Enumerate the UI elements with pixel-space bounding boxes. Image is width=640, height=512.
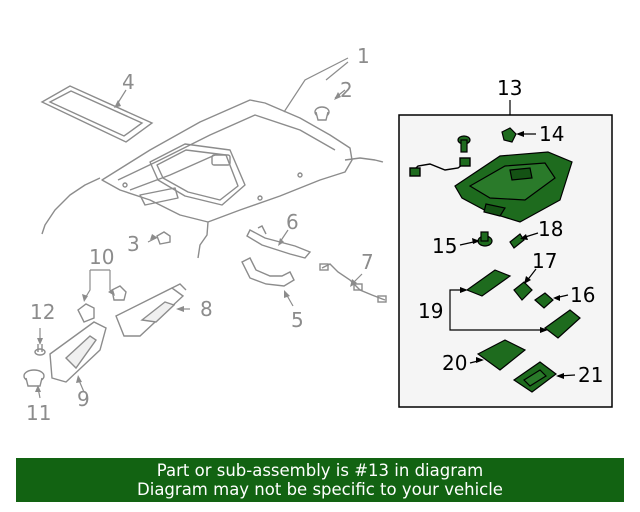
assist-grip-part-5	[241, 257, 295, 287]
clip-part-2	[314, 106, 330, 121]
bracket-part-6	[246, 225, 312, 259]
hook-part-11	[23, 369, 45, 387]
banner-line-1: Part or sub-assembly is #13 in diagram	[156, 461, 484, 480]
callout-11: 11	[26, 401, 51, 425]
headliner-sunroof-opening	[149, 143, 246, 206]
callout-3: 3	[127, 232, 140, 256]
screw-part-12	[34, 344, 46, 356]
socket-part-16	[534, 292, 554, 309]
callout-9: 9	[77, 387, 90, 411]
console-wire	[409, 157, 471, 177]
clip-part-10	[77, 285, 127, 323]
callout-4: 4	[122, 70, 135, 94]
sun-visor-part-8	[115, 283, 187, 337]
callout-13: 13	[497, 76, 522, 100]
headliner-wire	[344, 157, 384, 163]
callout-16: 16	[570, 283, 595, 307]
overhead-console	[454, 151, 573, 223]
callout-6: 6	[286, 210, 299, 234]
headliner-group	[41, 99, 384, 259]
callout-5: 5	[291, 308, 304, 332]
callout-1: 1	[357, 44, 370, 68]
info-banner: Part or sub-assembly is #13 in diagram D…	[16, 458, 624, 502]
sunroof-frame	[40, 85, 154, 143]
callout-12: 12	[30, 300, 55, 324]
socket-part-17	[513, 281, 533, 301]
console-screw	[457, 135, 471, 153]
callout-19: 19	[418, 299, 443, 323]
bulb-part-18	[509, 233, 525, 249]
banner-line-2: Diagram may not be specific to your vehi…	[137, 480, 503, 499]
callout-2: 2	[340, 78, 353, 102]
harness-part-7	[319, 263, 387, 303]
callout-15: 15	[432, 234, 457, 258]
parts-diagram: 1 2 4 3 6 5 7 8 10 12 9 11 13	[23, 44, 613, 425]
grey-arrowheads	[35, 92, 357, 392]
headliner	[101, 99, 353, 223]
lens-part-19-lower	[543, 309, 581, 339]
callout-10: 10	[89, 245, 114, 269]
callout-18: 18	[538, 217, 563, 241]
cover-part-20	[476, 339, 527, 371]
black-arrowheads	[460, 131, 564, 379]
callout-20: 20	[442, 351, 467, 375]
lens-part-19-upper	[465, 269, 512, 297]
callout-8: 8	[200, 297, 213, 321]
screw-part-15	[477, 231, 493, 247]
cover-part-21	[512, 361, 557, 393]
callout-17: 17	[532, 249, 557, 273]
sun-visor-part-9	[49, 321, 107, 383]
callout-21: 21	[578, 363, 603, 387]
callout-7: 7	[361, 250, 374, 274]
callout-14: 14	[539, 122, 564, 146]
clip-part-14	[501, 127, 517, 143]
clip-part-3	[156, 231, 171, 245]
